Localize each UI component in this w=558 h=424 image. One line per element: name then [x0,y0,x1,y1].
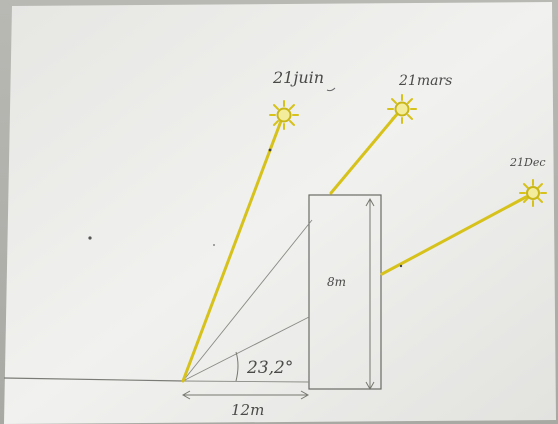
pencil-dot [213,244,215,246]
label-base: 12m [231,401,264,419]
building-outline [308,194,382,390]
label-height: 8m [327,275,346,289]
pencil-baseline [182,380,310,383]
sun-june-icon [269,100,299,130]
pencil-dot [268,148,272,152]
sun-ray-june [181,119,283,383]
label-june: 21juin [272,68,324,87]
sun-ray-march [329,111,400,195]
sun-december-icon [519,179,547,207]
pencil-ray-upper [182,219,313,382]
pencil-ray-lower [182,316,310,382]
pencil-dot [399,264,403,268]
height-arrow-head-bottom [365,381,375,391]
pencil-dot [88,236,92,240]
sun-march-icon [387,94,417,124]
label-december: 21Dec [509,156,546,169]
label-angle: 23,2° [246,358,293,378]
paper-sheet [4,2,556,424]
height-arrow-head-top [365,197,375,207]
ground-line [3,377,185,382]
base-arrow-head-left [181,390,191,400]
label-march: 21mars [398,73,452,89]
base-arrow-head-right [300,390,310,400]
label-june-squiggle [326,87,336,92]
angle-arc [235,351,239,382]
sun-ray-december [380,195,528,276]
